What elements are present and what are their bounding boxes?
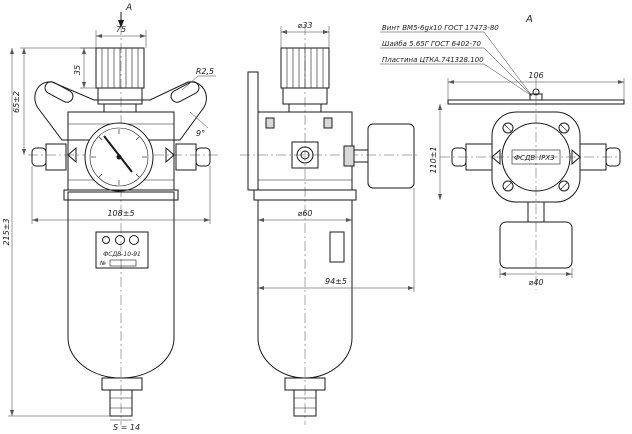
section-label: A bbox=[525, 14, 533, 25]
dim-width-106: 106 bbox=[528, 71, 543, 80]
view-label: A bbox=[125, 3, 132, 13]
gauge-needle bbox=[103, 135, 133, 173]
side-view: ⌀33 ⌀60 94±5 bbox=[240, 21, 420, 425]
bracket-slot-right bbox=[170, 81, 200, 103]
dim-height-65: 65±2 bbox=[12, 91, 21, 113]
dim-total-height: 215±3 bbox=[2, 218, 11, 245]
model-label: ФСДВ-10-91 bbox=[103, 251, 141, 258]
number-label: № bbox=[99, 260, 106, 267]
dim-diameter-60: ⌀60 bbox=[298, 209, 313, 218]
callout-washer: Шайба 5.65Г ГОСТ 6402-70 bbox=[382, 40, 481, 48]
gauge-bottom bbox=[499, 221, 573, 269]
callout-list: Винт ВМ5-6gx10 ГОСТ 17473-80 Шайба 5.65Г… bbox=[380, 24, 533, 97]
dim-width-75: 75 bbox=[116, 25, 126, 34]
dim-wrench: S = 14 bbox=[113, 423, 140, 432]
dim-height-110: 110±1 bbox=[429, 146, 438, 173]
dim-diameter-33: ⌀33 bbox=[298, 21, 313, 30]
inlet-port bbox=[31, 143, 77, 171]
name-plate: ФСДВ-10-91 № bbox=[95, 231, 149, 269]
callout-screw: Винт ВМ5-6gx10 ГОСТ 17473-80 bbox=[382, 24, 499, 32]
plate-fsdv-label: ФСДВ bbox=[514, 154, 535, 162]
view-a: A 106 ФСДВ IРХЗ bbox=[429, 14, 625, 290]
dim-height-35: 35 bbox=[73, 65, 82, 75]
outlet-port bbox=[165, 143, 211, 171]
gauge-side bbox=[367, 123, 415, 189]
plate-irkz-label: IРХЗ bbox=[539, 154, 555, 162]
bracket-slot-left bbox=[44, 81, 74, 103]
dim-bowl-width: 108±5 bbox=[107, 209, 134, 218]
dim-angle: 9° bbox=[196, 129, 205, 138]
drain-valve bbox=[109, 389, 133, 417]
callout-plate: Пластина ЦТКА.741328.100 bbox=[382, 56, 484, 64]
front-view: ФСДВ-10-91 № 75 35 65±2 bbox=[2, 3, 218, 432]
top-plate bbox=[447, 99, 625, 105]
dim-radius: R2,5 bbox=[196, 67, 214, 76]
front-dimensions: 75 35 65±2 215±3 1 bbox=[2, 25, 216, 432]
dim-depth-94: 94±5 bbox=[325, 277, 347, 286]
dim-diameter-40: ⌀40 bbox=[529, 278, 544, 287]
mounting-plate bbox=[247, 71, 259, 191]
